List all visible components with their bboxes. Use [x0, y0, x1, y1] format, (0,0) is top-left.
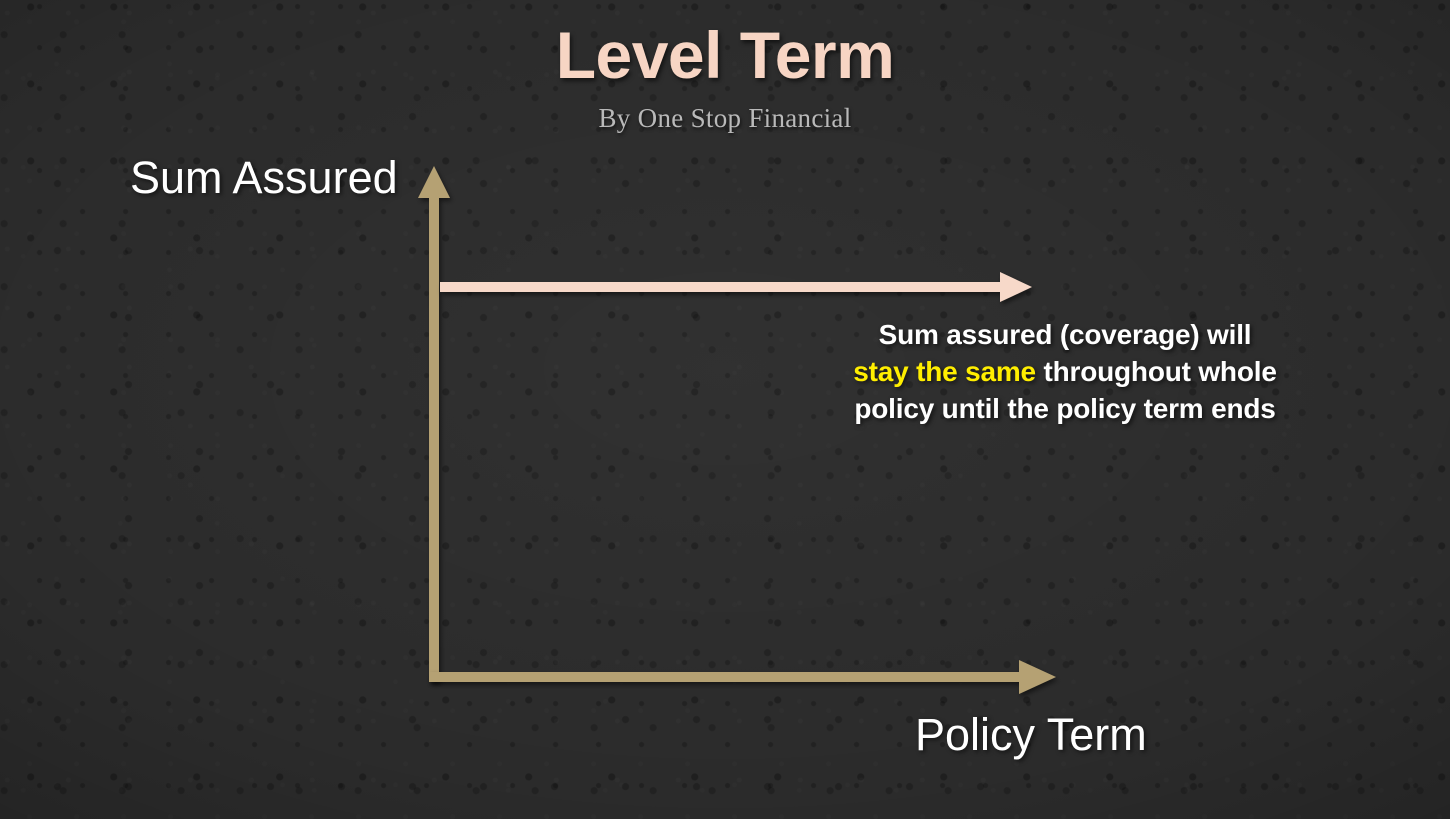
annotation-line-3: policy until the policy term ends	[854, 392, 1276, 424]
annotation-line-2-rest: throughout whole	[1035, 355, 1277, 387]
page-title: Level Term	[555, 18, 895, 92]
annotation-line-2: stay the same throughout whole	[790, 354, 1340, 391]
annotation-highlight: stay the same	[853, 355, 1036, 387]
x-axis-arrow	[429, 660, 1056, 694]
y-axis-arrow	[418, 166, 450, 682]
annotation-line-1: Sum assured (coverage) will	[878, 319, 1252, 350]
level-coverage-line	[440, 272, 1032, 302]
x-axis-label: Policy Term	[915, 709, 1147, 760]
y-axis-label: Sum Assured	[130, 152, 398, 203]
page-subtitle: By One Stop Financial	[598, 103, 852, 133]
coverage-annotation: Sum assured (coverage) will stay the sam…	[790, 317, 1340, 428]
